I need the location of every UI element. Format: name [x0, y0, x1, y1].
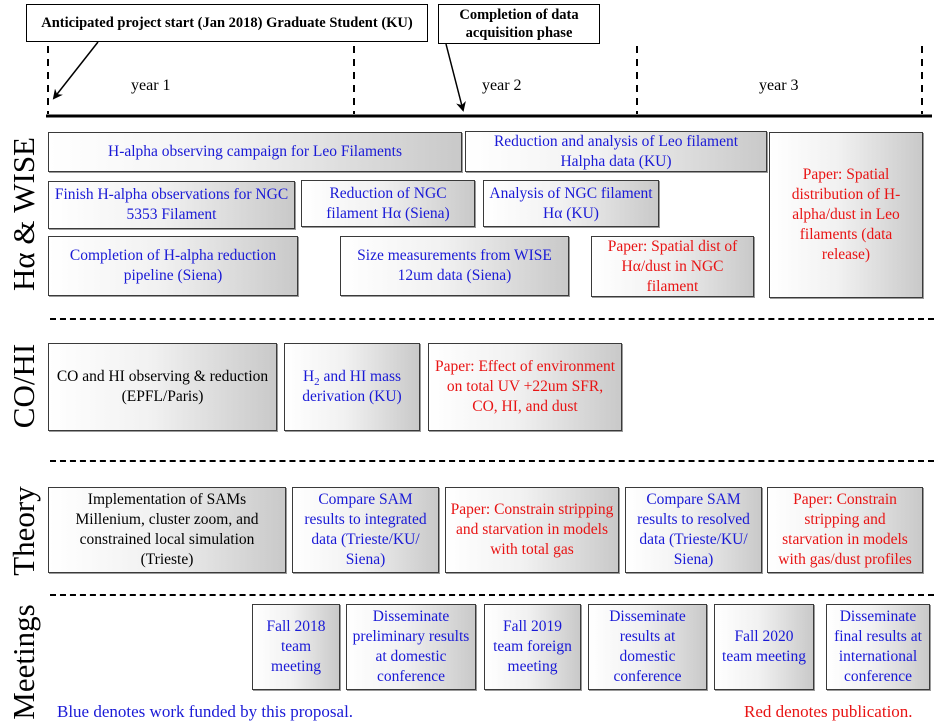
- year-1-label: year 1: [131, 77, 171, 94]
- meeting-disseminate-preliminary: Disseminate preliminary results at domes…: [346, 604, 476, 690]
- data-acquisition-label: Completion of data acquisition phase: [459, 7, 579, 41]
- h2-subscript: 2: [314, 376, 320, 389]
- task-wise-size-label: Size measurements from WISE 12um data (S…: [357, 247, 552, 284]
- year-2-label: year 2: [482, 77, 522, 94]
- project-start-label: Anticipated project start (Jan 2018) Gra…: [41, 15, 413, 31]
- meeting-disseminate-domestic: Disseminate results at domestic conferen…: [588, 604, 707, 690]
- paper-constrain-profiles-label: Paper: Constrain stripping and starvatio…: [778, 491, 912, 568]
- task-implement-sams-label: Implementation of SAMs Millenium, cluste…: [75, 491, 259, 568]
- paper-ngc-spatial: Paper: Spatial dist of Hα/dust in NGC fi…: [591, 236, 754, 297]
- completion-arrow: [445, 43, 466, 112]
- paper-ngc-spatial-label: Paper: Spatial dist of Hα/dust in NGC fi…: [607, 237, 738, 295]
- h2-prefix: H: [302, 368, 315, 385]
- task-co-hi-observing-label: CO and HI observing & reduction (EPFL/Pa…: [56, 368, 269, 405]
- task-h2-hi-mass-label: H2 and HI mass derivation (KU): [289, 367, 415, 407]
- task-halpha-campaign-label: H-alpha observing campaign for Leo Filam…: [108, 143, 402, 160]
- h2-suffix: and HI mass derivation (KU): [302, 368, 402, 405]
- task-compare-resolved: Compare SAM results to resolved data (Tr…: [625, 487, 762, 573]
- meeting-fall-2018: Fall 2018 team meeting: [252, 604, 340, 690]
- task-h2-hi-mass: H2 and HI mass derivation (KU): [284, 343, 420, 431]
- paper-environment-effect: Paper: Effect of environment on total UV…: [428, 343, 622, 431]
- task-ngc-reduction-label: Reduction of NGC filament Hα (Siena): [326, 184, 450, 222]
- row-label-cohi: CO/HI: [6, 343, 41, 429]
- meeting-fall-2018-label: Fall 2018 team meeting: [266, 618, 326, 675]
- task-implement-sams: Implementation of SAMs Millenium, cluste…: [48, 487, 286, 573]
- data-acquisition-callout: Completion of data acquisition phase: [438, 4, 600, 44]
- paper-constrain-total-gas-label: Paper: Constrain stripping and starvatio…: [450, 501, 614, 558]
- task-compare-integrated: Compare SAM results to integrated data (…: [292, 487, 439, 573]
- paper-leo-spatial: Paper: Spatial distribution of H-alpha/d…: [769, 132, 923, 298]
- separator-meetings: [50, 594, 934, 596]
- meeting-disseminate-domestic-label: Disseminate results at domestic conferen…: [609, 608, 686, 685]
- paper-environment-effect-label: Paper: Effect of environment on total UV…: [434, 358, 616, 415]
- task-finish-observations: Finish H-alpha observations for NGC 5353…: [48, 181, 295, 229]
- project-start-callout: Anticipated project start (Jan 2018) Gra…: [26, 4, 428, 42]
- task-halpha-campaign: H-alpha observing campaign for Leo Filam…: [48, 132, 462, 172]
- task-ngc-reduction: Reduction of NGC filament Hα (Siena): [301, 180, 475, 227]
- task-ngc-analysis-label: Analysis of NGC filament Hα (KU): [489, 184, 653, 222]
- row-label-meetings: Meetings: [6, 604, 41, 720]
- task-reduction-pipeline-label: Completion of H-alpha reduction pipeline…: [69, 247, 277, 284]
- paper-leo-spatial-label: Paper: Spatial distribution of H-alpha/d…: [791, 166, 901, 263]
- task-wise-size: Size measurements from WISE 12um data (S…: [340, 236, 569, 296]
- paper-constrain-profiles: Paper: Constrain stripping and starvatio…: [767, 487, 923, 573]
- task-compare-integrated-label: Compare SAM results to integrated data (…: [304, 491, 427, 568]
- meeting-disseminate-final-label: Disseminate final results at internation…: [834, 608, 922, 685]
- task-leo-reduction-label: Reduction and analysis of Leo filament H…: [493, 132, 739, 170]
- meeting-disseminate-final: Disseminate final results at internation…: [826, 604, 930, 690]
- task-co-hi-observing: CO and HI observing & reduction (EPFL/Pa…: [48, 343, 277, 431]
- legend-publication-note: Red denotes publication.: [744, 702, 913, 721]
- task-reduction-pipeline: Completion of H-alpha reduction pipeline…: [48, 236, 298, 296]
- task-leo-reduction: Reduction and analysis of Leo filament H…: [465, 131, 767, 172]
- task-finish-observations-label: Finish H-alpha observations for NGC 5353…: [54, 186, 289, 223]
- paper-constrain-total-gas: Paper: Constrain stripping and starvatio…: [445, 487, 619, 573]
- meeting-fall-2019: Fall 2019 team foreign meeting: [484, 604, 581, 690]
- timeline-graphics: [46, 41, 932, 118]
- year-3-label: year 3: [759, 77, 799, 94]
- task-compare-resolved-label: Compare SAM results to resolved data (Tr…: [637, 491, 750, 568]
- meeting-fall-2020: Fall 2020 team meeting: [714, 604, 814, 690]
- meeting-disseminate-preliminary-label: Disseminate preliminary results at domes…: [352, 608, 470, 685]
- row-label-theory: Theory: [6, 486, 41, 576]
- task-ngc-analysis: Analysis of NGC filament Hα (KU): [483, 180, 659, 227]
- start-arrow: [52, 41, 99, 100]
- meeting-fall-2019-label: Fall 2019 team foreign meeting: [493, 618, 572, 675]
- separator-cohi: [50, 318, 934, 320]
- row-label-halpha: Hα & WISE: [6, 136, 41, 292]
- separator-theory: [50, 460, 934, 462]
- meeting-fall-2020-label: Fall 2020 team meeting: [722, 628, 806, 665]
- legend-funded-note: Blue denotes work funded by this proposa…: [57, 702, 354, 721]
